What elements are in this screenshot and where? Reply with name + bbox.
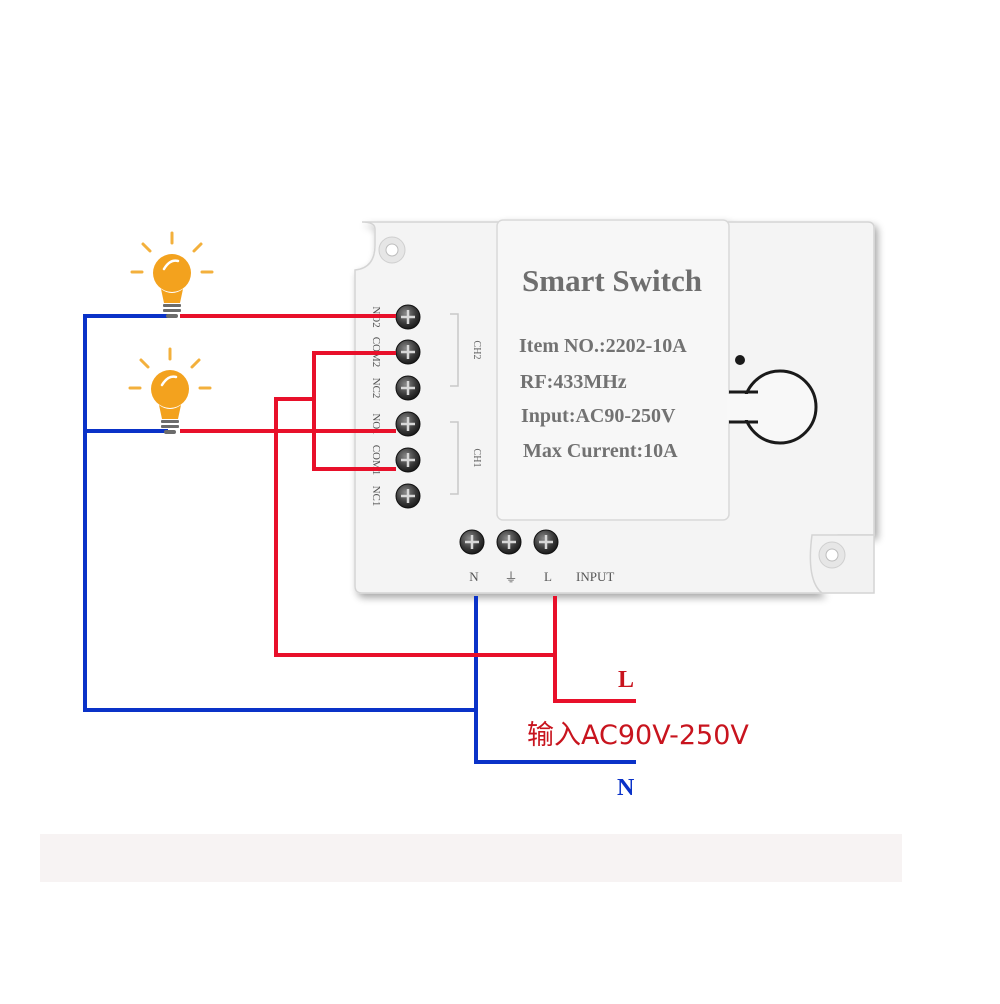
channel-label-ch1: CH1 [471,449,482,468]
screw-terminal-icon [495,528,523,556]
neutral-supply-wire [474,596,636,764]
pairing-button[interactable] [727,369,818,445]
light-bulb-icon [130,231,214,320]
input-terminal-n: N [469,569,479,584]
terminal-label-nc1: NC1 [370,486,382,507]
live-wire-com2 [312,351,396,471]
supply-neutral-label: N [617,775,635,801]
terminal-label-nc2: NC2 [370,378,382,399]
input-terminal-block [458,528,560,556]
device-cover [496,219,730,521]
supply-voltage-label: 输入AC90V-250V [527,720,749,751]
screw-terminal-icon [532,528,560,556]
mounting-hole-top [378,236,406,264]
device-rf: RF:433MHz [520,371,627,393]
channel-brackets [450,313,459,495]
live-wires [180,314,636,703]
channel-label-ch2: CH2 [471,341,482,360]
status-led [735,355,745,365]
live-supply-wire [553,596,636,703]
screw-terminal-icon [394,482,422,510]
screw-terminal-icon [394,303,422,331]
light-bulb-icon [128,347,212,436]
screw-terminal-icon [394,374,422,402]
input-label: INPUT [576,569,614,584]
ground-icon: ⏚ [504,571,517,586]
input-terminal-l: L [544,569,552,584]
screw-terminal-icon [458,528,486,556]
device-item-number: Item NO.:2202-10A [519,335,687,357]
bottom-band [40,834,902,882]
screw-terminal-icon [394,410,422,438]
neutral-wires [83,314,636,764]
neutral-wire-bulb-1 [83,314,476,712]
mounting-ear-bottom [809,534,875,594]
device-input-rating: Input:AC90-250V [521,405,676,427]
device-title: Smart Switch [522,263,702,298]
device-max-current: Max Current:10A [523,440,678,462]
supply-line-label: L [618,667,634,693]
screw-terminal-icon [394,446,422,474]
live-wire-com-link [274,397,555,657]
screw-terminal-icon [394,338,422,366]
smart-switch-device [354,219,875,594]
